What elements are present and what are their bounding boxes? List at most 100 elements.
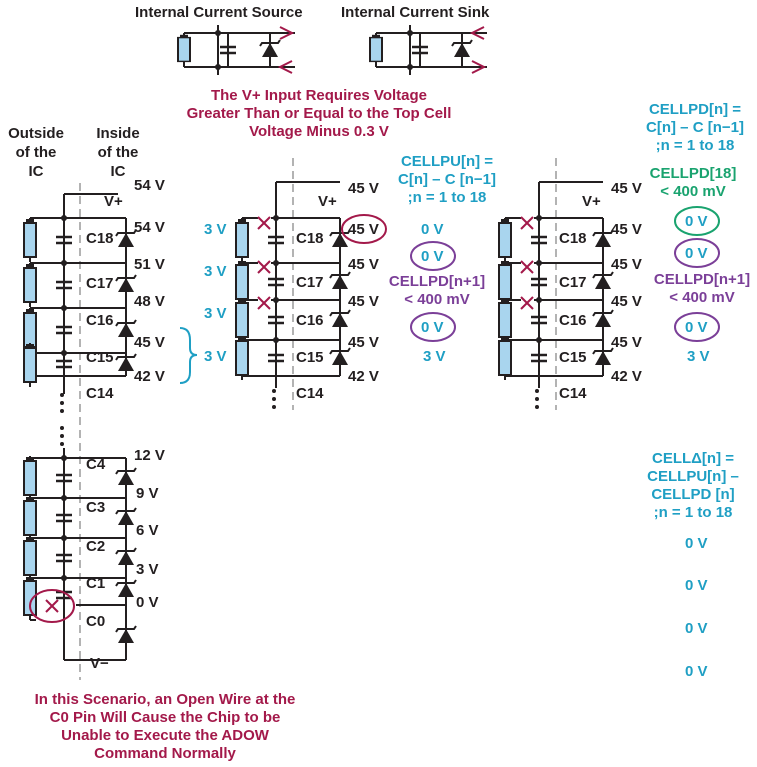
svg-text:CELLPD[n+1]: CELLPD[n+1] <box>654 271 750 288</box>
left-pin-c4: C4 <box>86 456 106 473</box>
left-pin-c14: C14 <box>86 385 114 402</box>
svg-text:Outside: Outside <box>8 125 64 142</box>
legend-sink-circuit <box>369 25 487 75</box>
middle-open-wire-x-icon-2 <box>257 260 271 274</box>
delta-value-2: 0 V <box>685 577 708 594</box>
svg-text:CELLPU[n] –: CELLPU[n] – <box>647 468 739 485</box>
middle-cell-v-2: 3 V <box>204 263 227 280</box>
svg-text:C0 Pin Will Cause the Chip to: C0 Pin Will Cause the Chip to be <box>50 709 281 726</box>
left-brace <box>179 327 198 384</box>
left-vminus: V− <box>90 655 109 672</box>
right-v-c16: 45 V <box>611 293 642 310</box>
svg-text:The V+ Input Requires Voltage: The V+ Input Requires Voltage <box>211 87 427 104</box>
middle-open-wire-x-icon-1 <box>257 216 271 230</box>
svg-text:< 400 mV: < 400 mV <box>660 183 725 200</box>
svg-text:;n = 1 to 18: ;n = 1 to 18 <box>656 137 735 154</box>
left-pin-c2: C2 <box>86 538 105 555</box>
svg-text:CELLΔ[n] =: CELLΔ[n] = <box>652 450 734 467</box>
svg-text:Voltage Minus 0.3 V: Voltage Minus 0.3 V <box>249 123 389 140</box>
svg-text:IC: IC <box>111 163 126 180</box>
left-vplus: V+ <box>104 193 123 210</box>
middle-vplus: V+ <box>318 193 337 210</box>
middle-result-2-circle <box>410 241 456 271</box>
svg-text:< 400 mV: < 400 mV <box>404 291 469 308</box>
left-pin-c15: C15 <box>86 349 114 366</box>
cellpd-formula: CELLPD[n] = C[n] – C [n−1] ;n = 1 to 18 <box>646 101 744 154</box>
middle-v-c15: 45 V <box>348 334 379 351</box>
middle-cell-v-3: 3 V <box>204 305 227 322</box>
middle-result-3: 0 V <box>421 319 444 336</box>
middle-v-c18: 45 V <box>348 221 379 238</box>
svg-text:C[n] – C [n−1]: C[n] – C [n−1] <box>646 119 744 136</box>
middle-stack-circuit <box>235 181 351 409</box>
middle-45v-circle <box>341 214 387 244</box>
left-pin-c17: C17 <box>86 275 114 292</box>
left-v-c3: 9 V <box>136 485 159 502</box>
right-pin-c17: C17 <box>559 274 587 291</box>
left-pin-c18: C18 <box>86 230 114 247</box>
svg-text:of the: of the <box>16 144 57 161</box>
legend-source-circuit <box>177 25 295 75</box>
svg-text:Command Normally: Command Normally <box>94 745 236 762</box>
right-v-c15: 45 V <box>611 334 642 351</box>
right-top-voltage: 45 V <box>611 180 642 197</box>
delta-value-1: 0 V <box>685 535 708 552</box>
middle-v-c16: 45 V <box>348 293 379 310</box>
cellpu-formula: CELLPU[n] = C[n] – C [n−1] ;n = 1 to 18 <box>398 153 496 206</box>
left-v-c18: 54 V <box>134 219 165 236</box>
delta-value-3: 0 V <box>685 620 708 637</box>
open-wire-c0-x-icon <box>45 599 59 613</box>
middle-pin-c17: C17 <box>296 274 324 291</box>
right-result-1-circle <box>674 206 720 236</box>
right-v-bottom: 42 V <box>611 368 642 385</box>
left-top-voltage: 54 V <box>134 177 165 194</box>
svg-text:CELLPD[n] =: CELLPD[n] = <box>649 101 741 118</box>
middle-threshold: CELLPD[n+1] < 400 mV <box>389 273 485 308</box>
right-result-3: 0 V <box>685 319 708 336</box>
right-pin-c16: C16 <box>559 312 587 329</box>
note-bottom: In this Scenario, an Open Wire at the C0… <box>35 691 296 762</box>
left-v-c4: 12 V <box>134 447 165 464</box>
middle-pin-c15: C15 <box>296 349 324 366</box>
right-result-2-circle <box>674 238 720 268</box>
left-v-c0: 0 V <box>136 594 159 611</box>
right-v-c17: 45 V <box>611 256 642 273</box>
right-open-wire-x-icon-1 <box>520 216 534 230</box>
left-pin-c1: C1 <box>86 575 105 592</box>
svg-text:;n = 1 to 18: ;n = 1 to 18 <box>654 504 733 521</box>
svg-text:CELLPU[n] =: CELLPU[n] = <box>401 153 493 170</box>
right-pin-c15: C15 <box>559 349 587 366</box>
left-v-c2: 6 V <box>136 522 159 539</box>
middle-result-1: 0 V <box>421 221 444 238</box>
middle-result-3-circle <box>410 312 456 342</box>
right-pin-c14: C14 <box>559 385 587 402</box>
left-v-c17: 51 V <box>134 256 165 273</box>
middle-cell-v-1: 3 V <box>204 221 227 238</box>
left-pin-c16: C16 <box>86 312 114 329</box>
right-pin-c18: C18 <box>559 230 587 247</box>
left-v-c15: 45 V <box>134 334 165 351</box>
cell-delta-formula: CELLΔ[n] = CELLPU[n] – CELLPD [n] ;n = 1… <box>647 450 739 521</box>
inside-ic-label: Inside of the IC <box>96 125 139 180</box>
right-result-1: 0 V <box>685 213 708 230</box>
svg-text:CELLPD [n]: CELLPD [n] <box>651 486 734 503</box>
left-v-c1: 3 V <box>136 561 159 578</box>
right-result-4: 3 V <box>687 348 710 365</box>
left-v-c16: 48 V <box>134 293 165 310</box>
open-wire-c0-circle <box>29 589 75 623</box>
middle-top-voltage: 45 V <box>348 180 379 197</box>
right-vplus: V+ <box>582 193 601 210</box>
right-top-threshold: CELLPD[18] < 400 mV <box>650 165 737 200</box>
legend-sink-label: Internal Current Sink <box>341 4 490 21</box>
middle-v-bottom: 42 V <box>348 368 379 385</box>
left-pin-c0: C0 <box>86 613 105 630</box>
left-pin-c3: C3 <box>86 499 105 516</box>
middle-v-c17: 45 V <box>348 256 379 273</box>
svg-text:Unable to Execute the ADOW: Unable to Execute the ADOW <box>61 727 270 744</box>
right-stack-circuit <box>498 181 614 409</box>
left-stack-circuit <box>23 193 137 661</box>
svg-text:IC: IC <box>29 163 44 180</box>
svg-text:In this Scenario, an Open Wire: In this Scenario, an Open Wire at the <box>35 691 296 708</box>
middle-pin-c14: C14 <box>296 385 324 402</box>
delta-value-4: 0 V <box>685 663 708 680</box>
